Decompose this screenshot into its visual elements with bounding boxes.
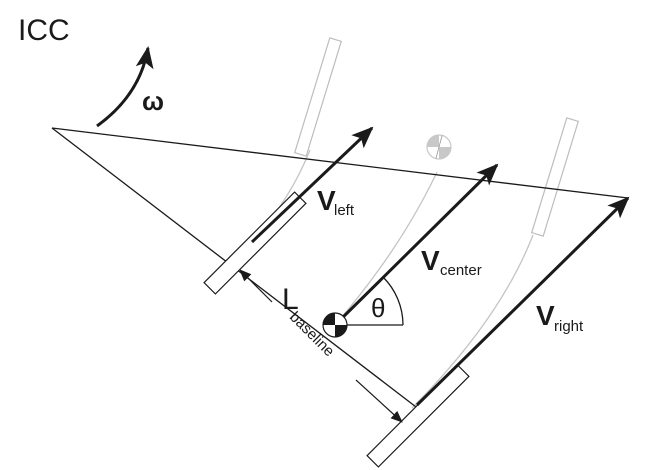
ghost-wheel-right — [530, 117, 580, 237]
v-left-main: V — [317, 185, 336, 216]
v-left-arrow — [250, 126, 374, 244]
omega-label: ω — [142, 86, 164, 116]
ghost-center-marker — [426, 134, 452, 160]
icc-label: ICC — [18, 14, 70, 47]
omega-rotation-arrow — [96, 46, 154, 128]
v-right-arrow — [415, 196, 630, 407]
ghost-path-center — [334, 171, 438, 326]
theta-label: θ — [371, 293, 385, 323]
v-center-sub: center — [440, 262, 482, 279]
baseline-arrow-bottom — [355, 379, 403, 423]
v-right-main: V — [536, 300, 555, 331]
v-left-sub: left — [334, 202, 355, 219]
baseline-arrow-top — [239, 269, 273, 303]
ghost-path-right — [411, 234, 534, 409]
v-right-sub: right — [554, 318, 584, 335]
center-marker — [322, 312, 348, 338]
v-right-label: V right — [536, 300, 584, 335]
v-center-arrow — [333, 163, 499, 327]
v-center-main: V — [421, 245, 440, 276]
ghost-wheel-left — [293, 37, 343, 157]
theta-arc — [382, 276, 404, 326]
v-left-label: V left — [317, 185, 355, 219]
v-center-label: V center — [421, 245, 482, 279]
wheel-right — [366, 364, 470, 468]
l-main: L — [282, 283, 299, 316]
tangent-line — [51, 127, 629, 199]
